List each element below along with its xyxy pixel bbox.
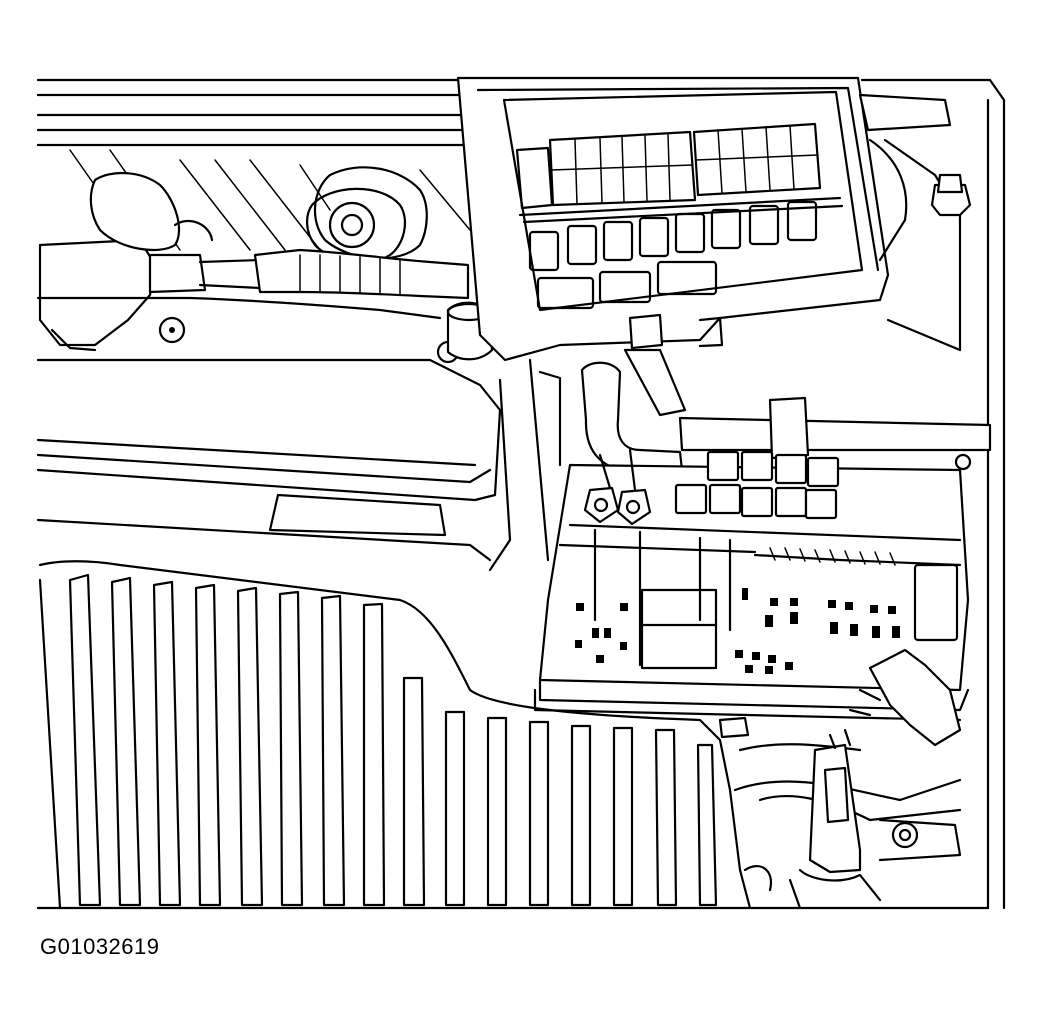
left-connector	[38, 171, 470, 352]
cover-block	[36, 296, 512, 572]
flange-bolt	[930, 173, 972, 217]
upper-left-structure	[36, 113, 512, 572]
top-relays	[674, 450, 840, 520]
terminal-studs	[583, 448, 652, 526]
ribbed-panel	[38, 560, 752, 910]
upper-right-bracket	[858, 93, 972, 352]
lower-right-harness	[718, 648, 962, 910]
stud-nut	[306, 166, 428, 264]
fuse-relay-box	[533, 448, 972, 722]
lid-label-grid	[515, 122, 844, 310]
harness-tube	[528, 348, 992, 562]
figure-id-label: G01032619	[40, 934, 160, 959]
fuse-cover-lid	[456, 76, 890, 362]
frame-lines	[36, 78, 1006, 910]
mini-fuses	[575, 588, 900, 674]
rib-slots	[68, 573, 718, 907]
